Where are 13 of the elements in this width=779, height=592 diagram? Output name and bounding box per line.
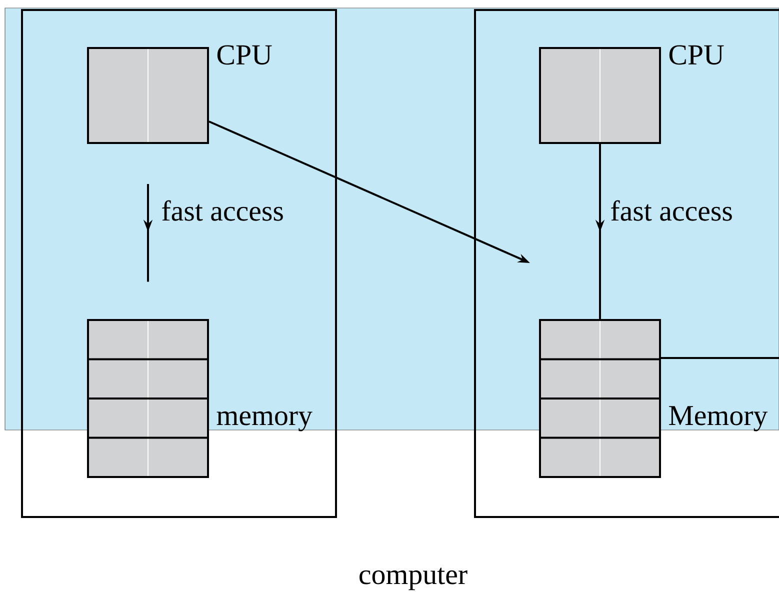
node-label: CPU — [217, 45, 272, 65]
memory-stack: Memory — [539, 319, 768, 478]
cpu-chip: CPU — [539, 45, 724, 144]
cpu-chip: CPU — [87, 45, 272, 144]
memory-stack: memory — [87, 319, 312, 478]
node-label: Memory — [669, 406, 768, 432]
edge-label: fast access — [160, 199, 285, 222]
edge-label: fast access — [609, 199, 734, 222]
computer-frame — [474, 9, 779, 518]
computer-frame — [21, 9, 337, 518]
node-label: memory — [216, 411, 312, 432]
caption-label: computer — [360, 568, 468, 590]
node-label: CPU — [669, 45, 724, 65]
